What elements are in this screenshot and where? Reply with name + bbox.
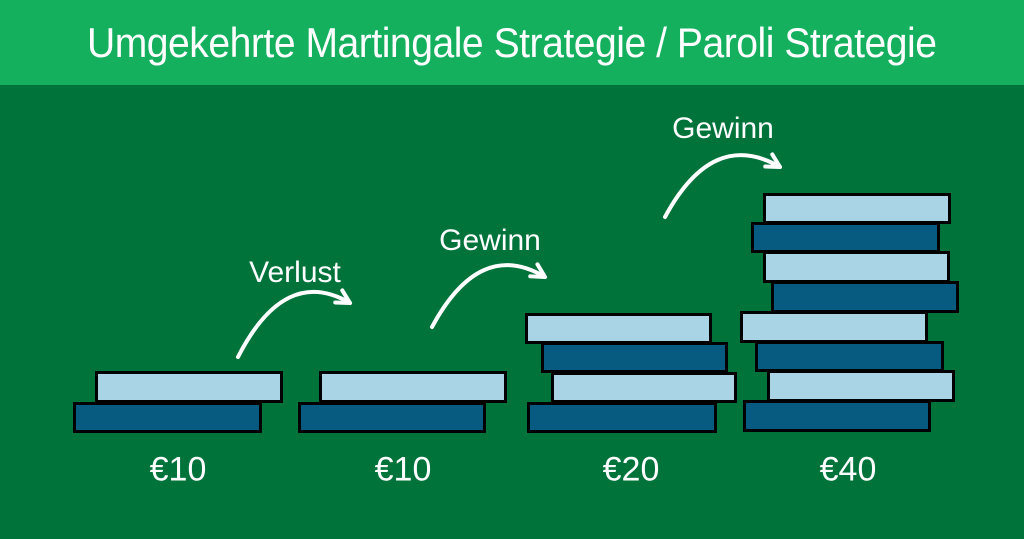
arrow-label: Gewinn [672,112,774,145]
chip-dark [755,341,944,372]
arrow-label: Verlust [249,256,341,289]
chip-light [740,311,928,343]
chip-light [525,313,712,344]
chip-light [319,371,507,403]
chip-dark [743,400,931,432]
chip-light [763,193,951,224]
chip-light [763,251,950,283]
chip-dark [751,222,940,253]
title-banner: Umgekehrte Martingale Strategie / Paroli… [0,0,1024,85]
stack-value-label: €40 [819,450,877,489]
chip-dark [73,402,262,433]
chip-dark [527,402,717,433]
chip-dark [771,281,959,313]
chip-dark [298,402,486,433]
chip-light [95,371,283,403]
page-title: Umgekehrte Martingale Strategie / Paroli… [87,18,937,66]
stack-value-label: €10 [374,450,432,489]
stack-value-label: €20 [602,450,660,489]
stack-value-label: €10 [149,450,207,489]
chip-dark [541,342,728,373]
chip-light [767,370,955,402]
arrow-label: Gewinn [439,224,541,257]
chip-light [551,372,737,403]
curved-arrow [236,288,352,359]
